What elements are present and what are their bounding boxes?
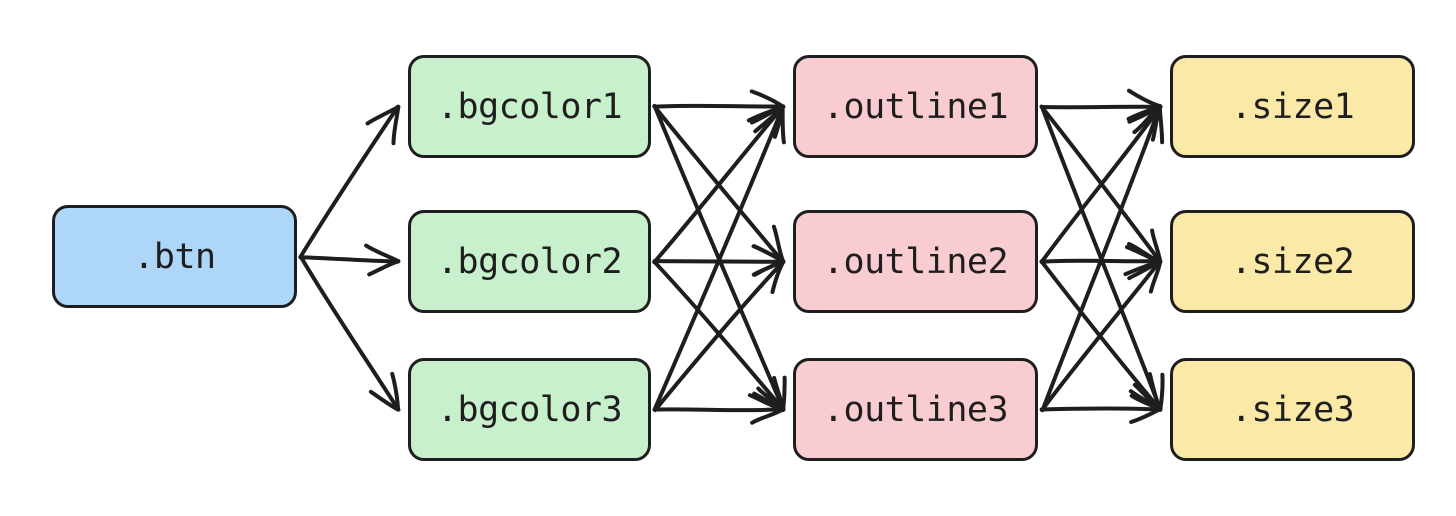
node-bgcolor3[interactable]: .bgcolor3 <box>408 358 651 461</box>
edge-bgcolor3-to-outline3 <box>653 407 786 413</box>
node-size3[interactable]: .size3 <box>1170 358 1415 461</box>
edge-bgcolor2-to-outline3-arrowhead <box>772 376 785 412</box>
edge-outline3-to-size1-arrowhead <box>1157 105 1165 145</box>
edge-outline3-to-size1 <box>1040 104 1162 412</box>
edge-outline3-to-size3-arrowhead <box>1129 393 1162 412</box>
edge-outline3-to-size2 <box>1040 259 1162 413</box>
edge-btn-to-bgcolor1-arrowhead <box>391 104 401 146</box>
node-label: .bgcolor1 <box>436 86 623 127</box>
edge-bgcolor3-to-outline1-arrowhead <box>780 104 786 145</box>
node-label: .outline2 <box>822 241 1009 282</box>
edge-bgcolor2-to-outline1 <box>652 104 785 265</box>
edge-outline1-to-size1-arrowhead <box>1127 88 1163 109</box>
node-label: .btn <box>133 236 216 277</box>
edge-bgcolor3-to-outline2-arrowhead <box>752 259 785 277</box>
edge-bgcolor3-to-outline1-arrowhead <box>753 104 785 134</box>
edge-outline3-to-size2-arrowhead <box>1148 259 1163 294</box>
node-outline3[interactable]: .outline3 <box>793 358 1038 461</box>
edge-btn-to-bgcolor3-arrowhead <box>368 389 400 412</box>
edge-bgcolor2-to-outline2-arrowhead <box>752 244 785 264</box>
node-label: .size1 <box>1230 86 1355 127</box>
node-label: .size2 <box>1230 241 1355 282</box>
edge-outline1-to-size3 <box>1040 104 1163 412</box>
edge-outline3-to-size1-arrowhead <box>1132 104 1162 135</box>
edges-group <box>298 88 1165 425</box>
edge-bgcolor3-to-outline3-arrowhead <box>747 393 785 412</box>
edge-outline1-to-size2 <box>1039 104 1163 264</box>
edge-bgcolor1-to-outline1 <box>652 103 785 109</box>
edge-btn-to-bgcolor3-arrowhead <box>390 371 401 412</box>
node-label: .outline1 <box>822 86 1009 127</box>
edge-btn-to-bgcolor2 <box>298 255 400 264</box>
node-bgcolor1[interactable]: .bgcolor1 <box>408 55 651 158</box>
edge-btn-to-bgcolor3 <box>298 254 401 412</box>
edge-outline3-to-size3 <box>1039 406 1163 412</box>
node-size2[interactable]: .size2 <box>1170 210 1415 313</box>
edge-bgcolor3-to-outline2 <box>653 259 786 413</box>
edge-bgcolor3-to-outline2-arrowhead <box>770 259 786 294</box>
edge-bgcolor3-to-outline1 <box>652 104 786 412</box>
edge-outline2-to-size1 <box>1039 104 1163 264</box>
node-outline2[interactable]: .outline2 <box>793 210 1038 313</box>
edge-outline3-to-size2-arrowhead <box>1127 259 1162 281</box>
node-btn[interactable]: .btn <box>52 205 297 308</box>
node-bgcolor2[interactable]: .bgcolor2 <box>408 210 651 313</box>
edge-outline1-to-size3-arrowhead <box>1158 372 1165 412</box>
node-size1[interactable]: .size1 <box>1170 55 1415 158</box>
edge-btn-to-bgcolor2-arrowhead <box>367 259 401 277</box>
edge-bgcolor3-to-outline3-arrowhead <box>750 407 786 425</box>
edge-btn-to-bgcolor1 <box>299 104 400 258</box>
node-label: .outline3 <box>822 389 1009 430</box>
edge-outline2-to-size3-arrowhead <box>1147 372 1163 412</box>
node-label: .size3 <box>1230 389 1355 430</box>
node-label: .bgcolor3 <box>436 389 623 430</box>
edge-btn-to-bgcolor2-arrowhead <box>364 243 401 264</box>
edge-outline1-to-size2-arrowhead <box>1150 228 1163 264</box>
node-label: .bgcolor2 <box>436 241 623 282</box>
node-outline1[interactable]: .outline1 <box>793 55 1038 158</box>
edge-btn-to-bgcolor1-arrowhead <box>365 104 401 126</box>
